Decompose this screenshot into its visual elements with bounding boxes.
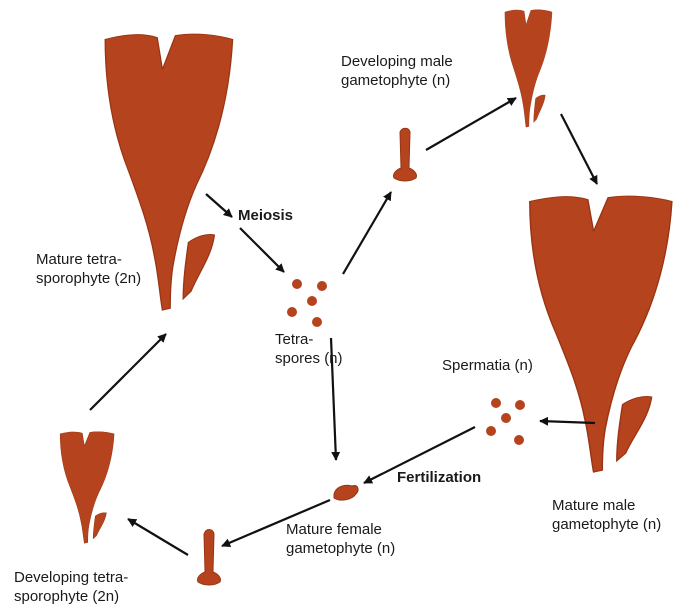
label-mature-male-gametophyte: Mature male gametophyte (n) <box>552 496 661 534</box>
tetraspore-dot <box>287 307 297 317</box>
tetraspore-dot <box>292 279 302 289</box>
developing-tetrasporophyte-thallus <box>60 432 114 544</box>
spermatium-dot <box>501 413 511 423</box>
arrow-developing-to-mature-tetrasporophyte <box>90 334 166 410</box>
arrow-tetraspores-to-male-germling <box>343 192 391 274</box>
label-tetraspores: Tetra- spores (n) <box>275 330 343 368</box>
developing-male-gametophyte-thallus <box>505 10 552 127</box>
spermatium-dot <box>491 398 501 408</box>
tetrasporophyte-germling <box>197 530 220 586</box>
arrow-sporophyte-to-meiosis <box>206 194 232 217</box>
male-germling <box>393 128 416 181</box>
spermatium-dot <box>515 400 525 410</box>
tetraspore-dot <box>307 296 317 306</box>
spermatium-dot <box>486 426 496 436</box>
label-mature-tetrasporophyte: Mature tetra- sporophyte (2n) <box>36 250 141 288</box>
spermatia-dots <box>486 398 525 445</box>
label-developing-male-gametophyte: Developing male gametophyte (n) <box>341 52 453 90</box>
mature-female-gametophyte-blob <box>334 485 358 500</box>
arrow-developing-male-to-mature-male <box>561 114 597 184</box>
tetraspore-dot <box>317 281 327 291</box>
arrow-meiosis-to-tetraspores <box>240 228 284 272</box>
label-fertilization: Fertilization <box>397 468 481 487</box>
label-meiosis: Meiosis <box>238 206 293 225</box>
tetraspore-dot <box>312 317 322 327</box>
arrow-germling-to-developing-tetrasporophyte <box>128 519 188 555</box>
mature-male-gametophyte-thallus <box>530 196 672 472</box>
tetraspores-dots <box>287 279 327 327</box>
label-developing-tetrasporophyte: Developing tetra- sporophyte (2n) <box>14 568 128 606</box>
spermatium-dot <box>514 435 524 445</box>
label-mature-female-gametophyte: Mature female gametophyte (n) <box>286 520 395 558</box>
arrow-germling-to-developing-male <box>426 98 516 150</box>
label-spermatia: Spermatia (n) <box>442 356 533 375</box>
